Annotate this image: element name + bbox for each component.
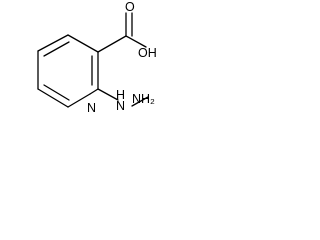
ring-bond-c5-c6 [37,88,69,108]
ring-bond-c3-c4-top [67,34,99,53]
ring-double-bond-c3-c4 [43,41,70,57]
bond-c3-carboxyl [97,35,127,53]
terminal-nh2-label: NH₂ [132,92,155,106]
bond-carboxyl-oh [125,35,147,48]
bond-nh-nh2 [131,96,149,107]
ring-bond-c6-n1 [67,93,91,108]
hydrazine-h-label: H [116,88,125,102]
ring-nitrogen-label: N [87,101,96,115]
ring-bond-n1-c2 [89,88,99,95]
carboxyl-oxygen-label: O [125,0,135,14]
hydroxyl-label: OH [138,46,157,60]
pyridine-ring [37,34,99,108]
hydrazine-group [97,88,149,107]
carboxylic-acid-group [97,12,147,53]
ring-double-bond-c5-c6 [43,84,70,101]
hydrazine-n-label: N [116,99,125,113]
bond-c2-nh [97,88,119,101]
2-hydrazinylnicotinic-acid-structure: O OH N H N NH₂ [37,0,157,115]
ring-bond-c3-c4 [37,34,69,52]
